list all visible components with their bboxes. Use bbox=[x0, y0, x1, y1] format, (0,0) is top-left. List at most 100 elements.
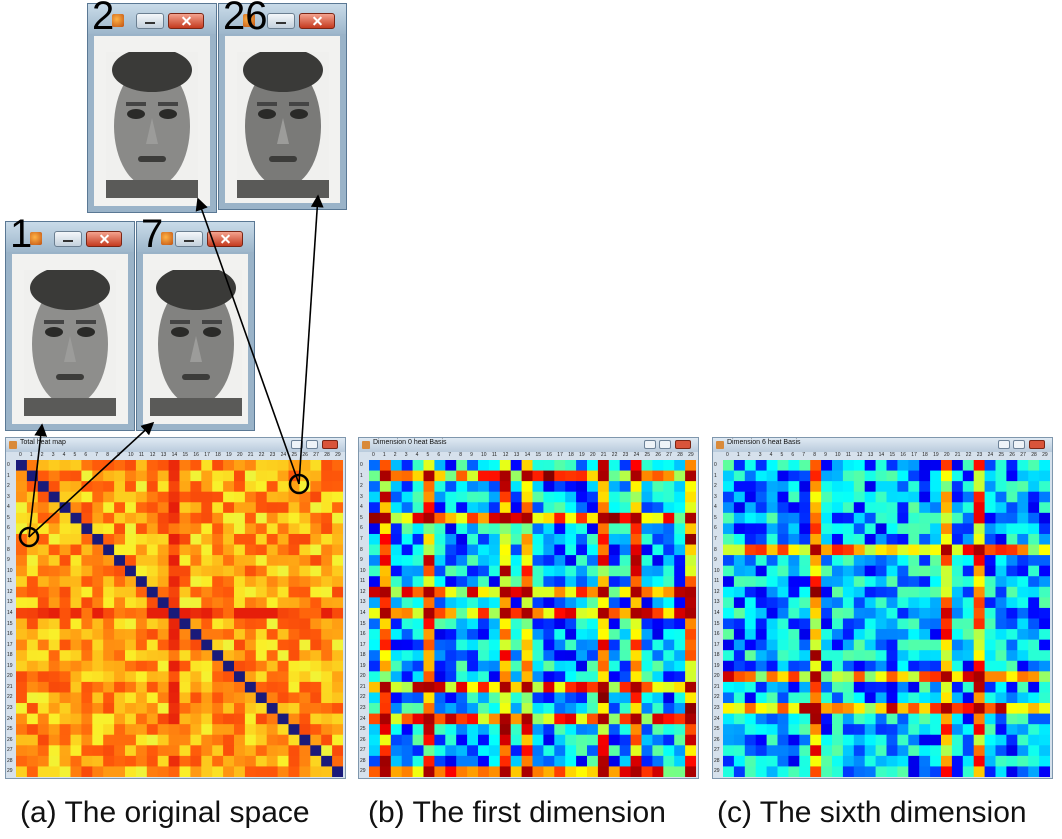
heatmap-cell bbox=[521, 766, 533, 777]
heatmap-cell bbox=[597, 660, 610, 672]
minimize-button[interactable] bbox=[644, 440, 656, 449]
maximize-button[interactable] bbox=[1013, 440, 1025, 449]
heatmap-grid-total bbox=[16, 460, 343, 777]
y-tick-label: 4 bbox=[7, 504, 10, 511]
heatmap-cell bbox=[369, 491, 381, 503]
heatmap-cell bbox=[255, 724, 268, 736]
heatmap-cell bbox=[951, 724, 964, 736]
heatmap-cell bbox=[135, 703, 148, 714]
heatmap-cell bbox=[92, 629, 104, 641]
heatmap-cell bbox=[434, 681, 446, 693]
heatmap-cell bbox=[951, 523, 964, 535]
heatmap-cell bbox=[201, 481, 213, 493]
heatmap-cell bbox=[499, 639, 512, 651]
close-button[interactable] bbox=[1029, 440, 1045, 449]
minimize-button[interactable] bbox=[291, 440, 303, 449]
heatmap-cell bbox=[930, 512, 942, 524]
heatmap-cell bbox=[755, 533, 767, 545]
minimize-button[interactable] bbox=[267, 13, 295, 29]
heatmap-cell bbox=[597, 692, 610, 704]
minimize-button[interactable] bbox=[136, 13, 164, 29]
heatmap-cell bbox=[48, 565, 60, 577]
close-button[interactable] bbox=[322, 440, 338, 449]
heatmap-cell bbox=[521, 639, 533, 651]
minimize-button[interactable] bbox=[175, 231, 203, 247]
heatmap-cell bbox=[777, 597, 789, 609]
y-tick-label: 2 bbox=[360, 483, 363, 490]
heatmap-cell bbox=[125, 692, 137, 704]
close-button[interactable] bbox=[207, 231, 243, 247]
heatmap-cell bbox=[919, 692, 931, 704]
heatmap-cell bbox=[919, 533, 931, 545]
heatmap-cell bbox=[1028, 734, 1040, 746]
heatmap-cell bbox=[565, 470, 577, 482]
heatmap-cell bbox=[962, 660, 975, 672]
heatmap-cell bbox=[434, 745, 446, 757]
heatmap-cell bbox=[234, 629, 246, 641]
heatmap-cell bbox=[223, 586, 235, 598]
y-tick-label: 18 bbox=[714, 652, 720, 659]
close-button[interactable] bbox=[168, 13, 204, 29]
heatmap-cell bbox=[853, 681, 866, 693]
close-button[interactable] bbox=[675, 440, 691, 449]
heatmap-cell bbox=[26, 703, 39, 714]
heatmap-cell bbox=[744, 607, 757, 619]
heatmap-cell bbox=[103, 512, 115, 524]
heatmap-cell bbox=[641, 607, 653, 619]
heatmap-cell bbox=[1039, 692, 1050, 704]
minimize-button[interactable] bbox=[998, 440, 1010, 449]
close-button[interactable] bbox=[299, 13, 335, 29]
heatmap-cell bbox=[135, 650, 148, 662]
heatmap-cell bbox=[179, 586, 191, 598]
heatmap-cell bbox=[59, 703, 71, 714]
heatmap-cell bbox=[810, 597, 822, 609]
heatmap-cell bbox=[423, 597, 435, 609]
heatmap-cell bbox=[554, 671, 566, 683]
heatmap-cell bbox=[1006, 597, 1018, 609]
heatmap-cell bbox=[299, 650, 311, 662]
heatmap-cell bbox=[543, 481, 555, 493]
y-tick-label: 25 bbox=[360, 726, 366, 733]
heatmap-cell bbox=[962, 576, 975, 588]
heatmap-cell bbox=[630, 766, 642, 777]
heatmap-cell bbox=[467, 470, 479, 482]
heatmap-cell bbox=[445, 533, 457, 545]
heatmap-cell bbox=[332, 703, 343, 714]
minimize-button[interactable] bbox=[54, 231, 82, 247]
x-tick-label: 28 bbox=[324, 452, 330, 458]
heatmap-cell bbox=[92, 745, 104, 757]
close-button[interactable] bbox=[86, 231, 122, 247]
maximize-button[interactable] bbox=[659, 440, 671, 449]
x-tick-label: 0 bbox=[19, 452, 22, 458]
heatmap-cell bbox=[369, 766, 381, 777]
heatmap-cell bbox=[674, 618, 686, 630]
heatmap-cell bbox=[554, 692, 566, 704]
heatmap-cell bbox=[456, 607, 468, 619]
heatmap-cell bbox=[723, 460, 735, 471]
heatmap-cell bbox=[37, 586, 50, 598]
heatmap-cell bbox=[48, 692, 60, 704]
heatmap-cell bbox=[157, 692, 169, 704]
heatmap-cell bbox=[510, 618, 522, 630]
heatmap-cell bbox=[1039, 544, 1050, 556]
maximize-button[interactable] bbox=[306, 440, 318, 449]
heatmap-cell bbox=[478, 597, 490, 609]
heatmap-cell bbox=[456, 502, 468, 514]
heatmap-cell bbox=[201, 692, 213, 704]
heatmap-cell bbox=[853, 597, 866, 609]
heatmap-cell bbox=[499, 660, 512, 672]
heatmap-cell bbox=[92, 460, 104, 471]
heatmap-cell bbox=[630, 629, 642, 641]
heatmap-cell bbox=[445, 692, 457, 704]
heatmap-cell bbox=[467, 650, 479, 662]
heatmap-cell bbox=[201, 660, 213, 672]
heatmap-cell bbox=[864, 481, 876, 493]
heatmap-cell bbox=[467, 671, 479, 683]
heatmap-titlebar: Total heat map bbox=[6, 438, 345, 452]
heatmap-cell bbox=[379, 755, 392, 767]
heatmap-cell bbox=[1006, 629, 1018, 641]
heatmap-cell bbox=[310, 618, 322, 630]
heatmap-cell bbox=[733, 565, 746, 577]
heatmap-cell bbox=[467, 565, 479, 577]
